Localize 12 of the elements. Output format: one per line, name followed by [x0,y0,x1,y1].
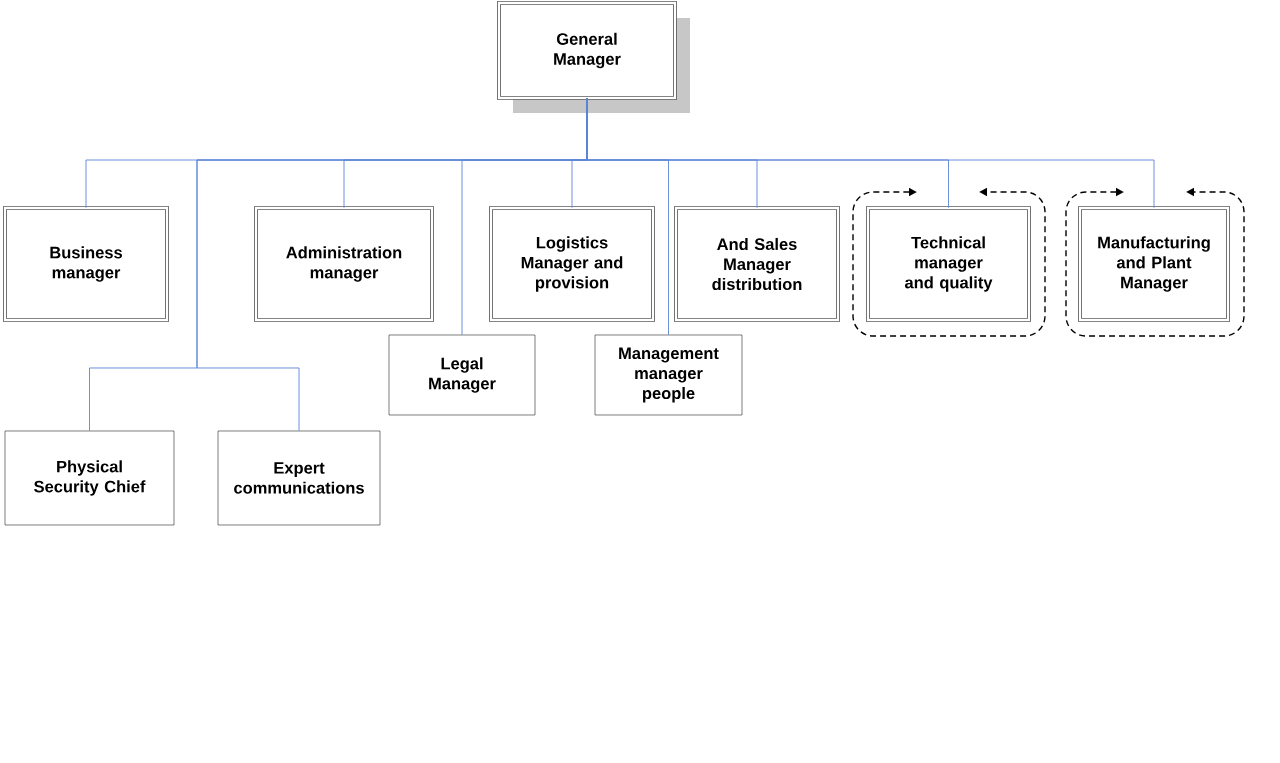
org-box: Technical manager and quality [866,206,1031,322]
connector-line [196,97,588,432]
org-box: Administration manager [254,206,434,322]
org-box: And Sales Manager distribution [674,206,840,322]
org-box: Expert communications [217,430,381,526]
org-box: General Manager [497,1,677,100]
org-box: Manufacturing and Plant Manager [1078,206,1230,322]
org-box: Business manager [3,206,169,322]
org-box: Legal Manager [388,334,536,416]
org-box: Logistics Manager and provision [489,206,655,322]
org-box: Physical Security Chief [4,430,175,526]
org-box: Management manager people [594,334,743,416]
